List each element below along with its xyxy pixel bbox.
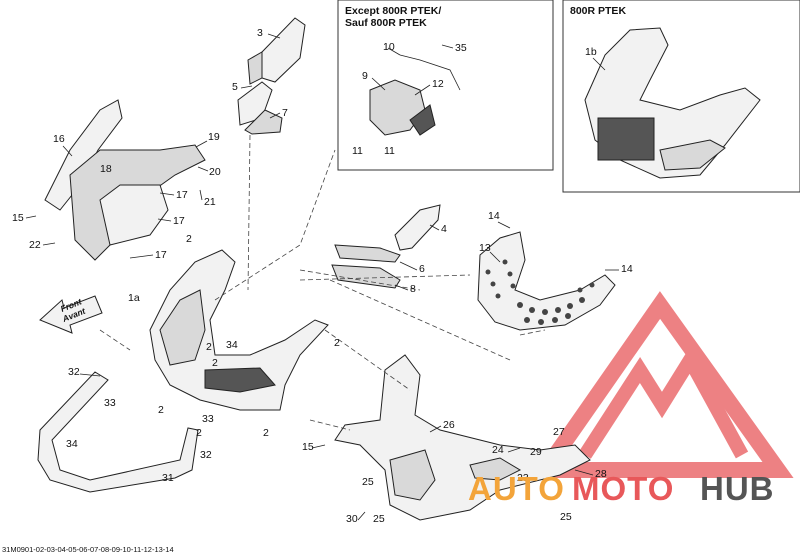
callout-15-a: 15 <box>12 212 24 224</box>
watermark-moto: MOTO <box>572 470 674 507</box>
callout-2-d: 2 <box>212 357 218 369</box>
part-bumper-31 <box>37 371 199 493</box>
callout-20: 20 <box>209 166 221 178</box>
callout-14-b: 14 <box>621 263 633 275</box>
callout-1b: 1b <box>585 46 597 58</box>
inset-title-800r-ptek: 800R PTEK <box>570 5 626 17</box>
callout-14-a: 14 <box>488 210 500 222</box>
part-inset-brackets <box>369 54 461 136</box>
callout-29: 29 <box>530 446 542 458</box>
callout-32-b: 32 <box>200 449 212 461</box>
callout-17-c: 17 <box>155 249 167 261</box>
inset-title-except-line2: Sauf 800R PTEK <box>345 17 427 29</box>
callout-2-f: 2 <box>196 427 202 439</box>
callout-2-a: 2 <box>186 233 192 245</box>
part-hood-800r-ptek <box>584 27 761 179</box>
callout-labels: 3 5 7 16 19 20 18 21 17 17 17 15 22 2 1a… <box>12 27 633 525</box>
callout-16: 16 <box>53 133 65 145</box>
callout-28: 28 <box>595 468 607 480</box>
callout-2-b: 2 <box>334 337 340 349</box>
callout-18: 18 <box>100 163 112 175</box>
callout-1a: 1a <box>128 292 140 304</box>
callout-23: 23 <box>517 472 529 484</box>
callout-34-b: 34 <box>66 438 78 450</box>
callout-25-b: 25 <box>373 513 385 525</box>
part-side-panels <box>331 204 441 289</box>
callout-13: 13 <box>479 242 491 254</box>
callout-5: 5 <box>232 81 238 93</box>
callout-19: 19 <box>208 131 220 143</box>
callout-31: 31 <box>162 472 174 484</box>
callout-33-b: 33 <box>202 413 214 425</box>
callout-17-b: 17 <box>173 215 185 227</box>
watermark-auto: AUTO <box>468 470 565 507</box>
callout-15-b: 15 <box>302 441 314 453</box>
part-vented-panel <box>477 231 616 331</box>
part-nose-cone-1a <box>149 249 329 411</box>
callout-9: 9 <box>362 70 368 82</box>
callout-2-c: 2 <box>206 341 212 353</box>
callout-33-a: 33 <box>104 397 116 409</box>
callout-22: 22 <box>29 239 41 251</box>
watermark-hub: HUB <box>700 470 775 507</box>
callout-32-a: 32 <box>68 366 80 378</box>
callout-4: 4 <box>441 223 447 235</box>
callout-26: 26 <box>443 419 455 431</box>
part-windshield-frame <box>44 99 206 261</box>
inset-box-800r-ptek <box>562 0 800 193</box>
callout-25-c: 25 <box>560 511 572 523</box>
callout-7: 7 <box>282 107 288 119</box>
callout-21: 21 <box>204 196 216 208</box>
inset-box-except-800r <box>337 0 554 171</box>
callout-2-e: 2 <box>158 404 164 416</box>
callout-30: 30 <box>346 513 358 525</box>
part-belly-pan <box>334 354 591 521</box>
watermark-text: AUTO MOTO HUB <box>468 470 775 507</box>
callout-24: 24 <box>492 444 504 456</box>
callout-25-a: 25 <box>362 476 374 488</box>
callout-27: 27 <box>553 426 565 438</box>
callout-10: 10 <box>383 41 395 53</box>
part-windshield-pieces <box>237 17 306 135</box>
inset-title-except-line1: Except 800R PTEK/ <box>345 5 441 17</box>
callout-11-b: 11 <box>384 145 395 157</box>
callout-3: 3 <box>257 27 263 39</box>
callout-11-a: 11 <box>352 145 363 157</box>
reference-number: 31M0901-02-03-04-05-06-07-08-09-10-11-12… <box>2 545 174 554</box>
callout-17-a: 17 <box>176 189 188 201</box>
callout-2-g: 2 <box>263 427 269 439</box>
leader-lines <box>25 33 619 521</box>
callout-34-a: 34 <box>226 339 238 351</box>
watermark-logo <box>529 291 794 478</box>
callout-6: 6 <box>419 263 425 275</box>
callout-8: 8 <box>410 283 416 295</box>
callout-35: 35 <box>455 42 467 54</box>
callout-12: 12 <box>432 78 444 90</box>
front-arrow: Front Avant <box>39 295 103 334</box>
